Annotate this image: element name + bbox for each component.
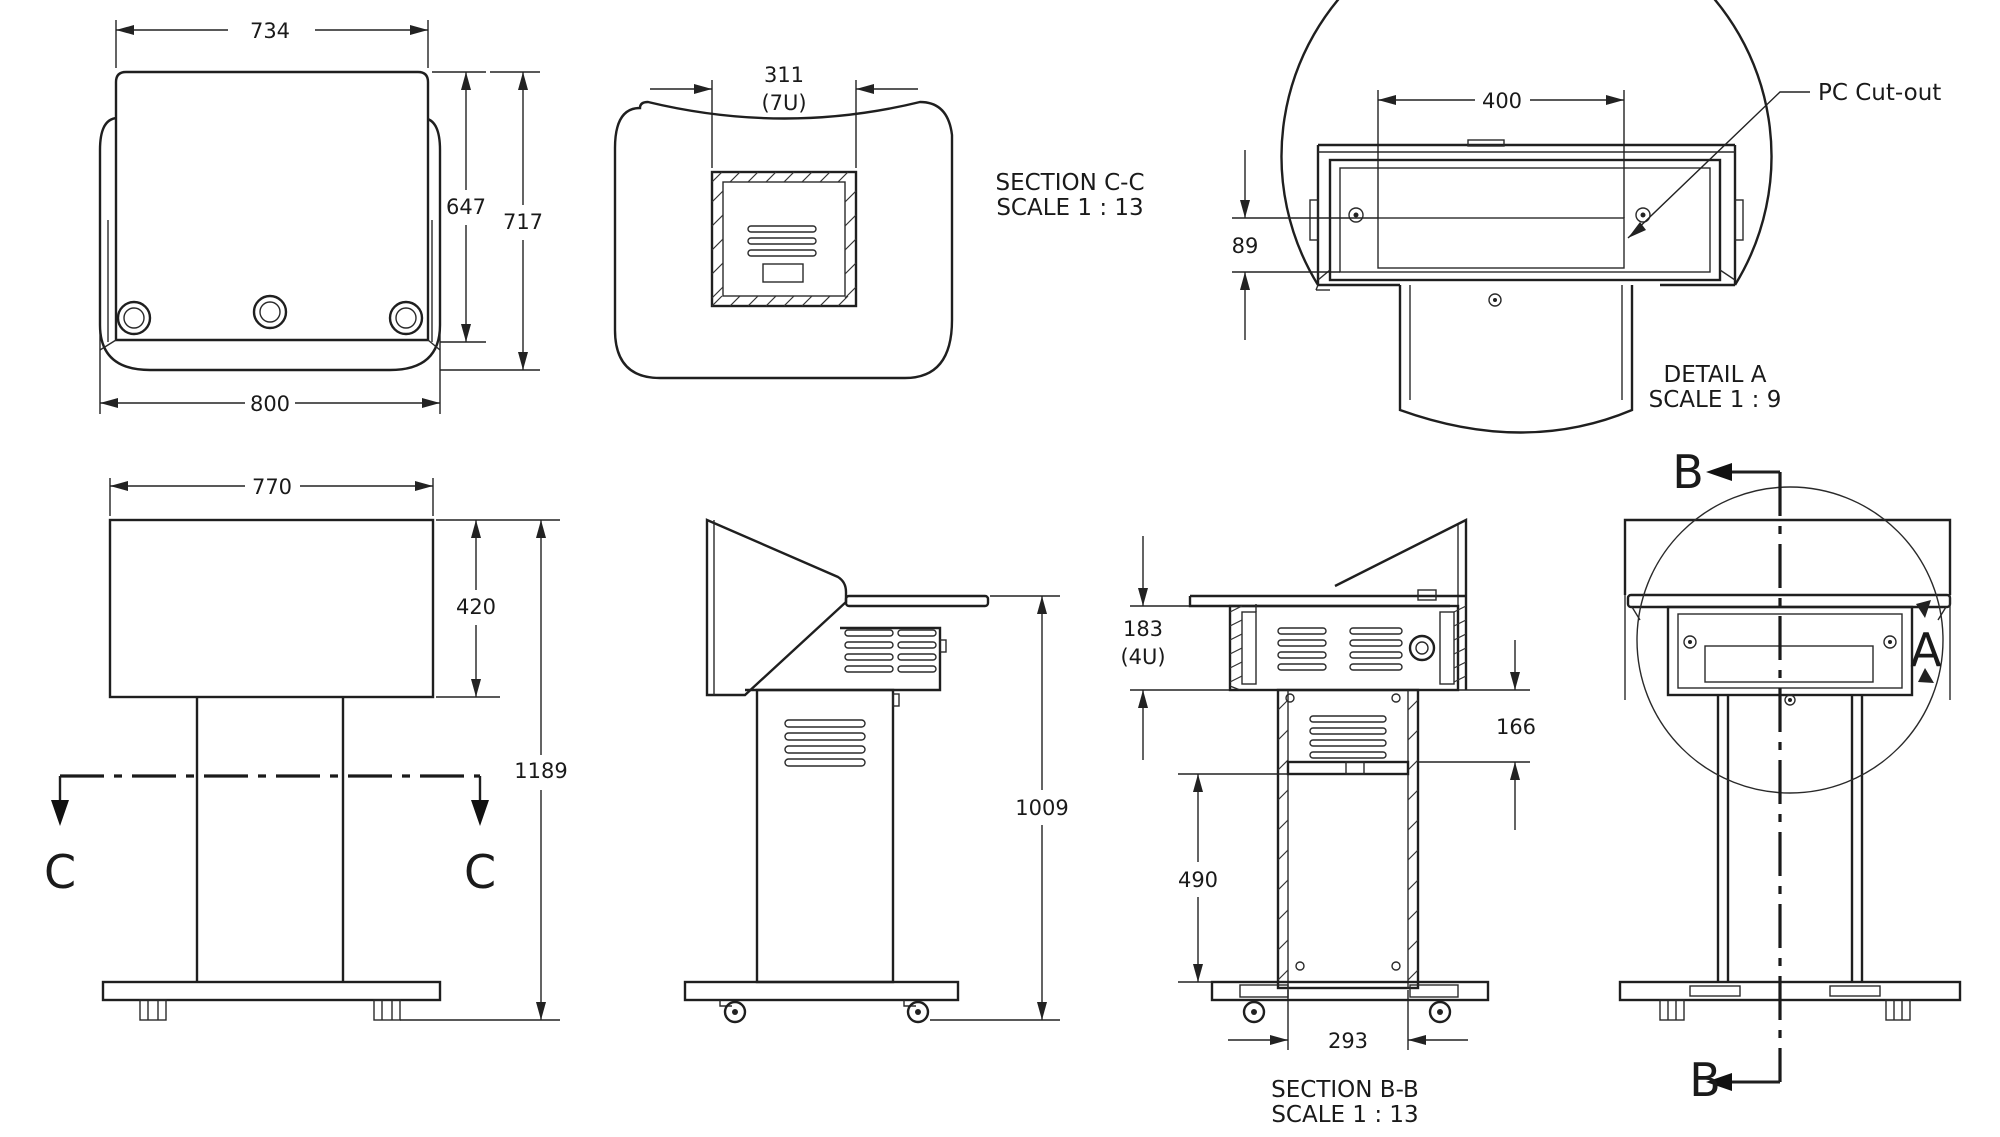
front-wheels (139, 999, 401, 1021)
dim-cutout-units: (7U) (761, 91, 806, 115)
rear-wheels (1659, 999, 1911, 1021)
dim-top-width: 734 (250, 19, 290, 43)
section-bb-title: SECTION B-B (1271, 1077, 1419, 1103)
dim-pc-cutout-height: 89 (1232, 234, 1259, 258)
section-cc-view: 311 (7U) (613, 63, 954, 380)
dim-front-width: 770 (252, 475, 292, 499)
section-bb-wheels (1242, 1000, 1452, 1024)
dim-shelf-gap: 166 (1496, 715, 1536, 739)
section-b-marker-bottom: B (1689, 1053, 1721, 1107)
detail-a-view: 400 89 (1232, 0, 1810, 434)
section-cc-scale: SCALE 1 : 13 (996, 195, 1143, 221)
section-bb-scale: SCALE 1 : 13 (1271, 1102, 1418, 1128)
dim-pc-cutout-width: 400 (1482, 89, 1522, 113)
dim-cutout-width: 311 (764, 63, 804, 87)
front-view: 770 420 1189 (51, 475, 568, 1021)
rear-view (1618, 463, 1962, 1091)
dim-rack-height: 183 (1123, 617, 1163, 641)
dim-column-width: 293 (1328, 1029, 1368, 1053)
dim-front-head-height: 420 (456, 595, 496, 619)
section-c-marker-right: C (464, 845, 496, 899)
section-cc-title: SECTION C-C (995, 170, 1144, 196)
section-c-marker-left: C (44, 845, 76, 899)
dim-rack-units: (4U) (1120, 645, 1165, 669)
side-wheels (719, 1000, 930, 1024)
detail-a-scale: SCALE 1 : 9 (1649, 387, 1782, 413)
dim-desk-height: 1009 (1015, 796, 1068, 820)
detail-a-marker: A (1910, 623, 1942, 677)
pc-cutout-label: PC Cut-out (1818, 80, 1941, 106)
dim-top-height: 717 (503, 210, 543, 234)
dim-top-inner-height: 647 (446, 195, 486, 219)
dim-column-height: 490 (1178, 868, 1218, 892)
section-bb-view: 183 (4U) 166 490 293 (1120, 518, 1536, 1053)
detail-a-title: DETAIL A (1664, 362, 1767, 388)
top-plan-view: 734 647 717 800 (98, 19, 543, 416)
dim-base-width: 800 (250, 392, 290, 416)
dim-total-height: 1189 (514, 759, 567, 783)
side-view: 1009 (683, 518, 1069, 1024)
section-b-marker-top: B (1672, 445, 1704, 499)
